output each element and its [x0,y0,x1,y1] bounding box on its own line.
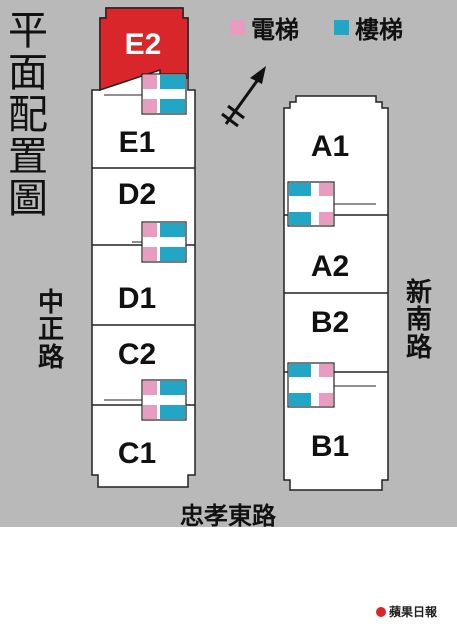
title-char: 配 [8,92,48,138]
street-left-char: 路 [38,342,65,373]
legend-elevator: 電梯 [230,10,299,45]
core-right-top [287,181,376,227]
unit-label-D1: D1 [117,282,157,315]
unit-label-C2: C2 [117,338,157,371]
title-char: 置 [8,134,48,180]
title-char: 面 [8,50,48,96]
north-label: N [246,100,247,101]
unit-label-A1: A1 [310,130,350,163]
unit-label-B1: B1 [310,430,350,463]
unit-label-B2: B2 [310,306,350,339]
street-right-char: 路 [406,332,433,363]
street-left: 中 正 路 [38,288,65,373]
building-plan [91,7,389,491]
legend-stairs-label: 樓梯 [355,16,403,44]
legend-elevator-label: 電梯 [251,16,299,44]
elevator-swatch [230,20,245,35]
title-char: 圖 [8,176,48,222]
stairs-swatch [334,20,349,35]
street-right-char: 新 [406,278,433,308]
core-right-low [287,362,376,408]
core-left-mid [132,221,187,263]
unit-E2-highlight [99,7,189,92]
title-char: 平 [8,8,48,54]
north-arrow-icon [221,66,266,128]
unit-label-C1: C1 [117,437,157,470]
legend-stairs: 樓梯 [334,10,403,45]
plan-title: 平 面 配 置 圖 [8,10,48,220]
unit-label-E1: E1 [118,126,156,159]
street-left-char: 正 [38,315,65,346]
credit-text: 蘋果日報 [389,605,438,619]
source-credit: 蘋果日報 [376,603,437,620]
core-left-top [104,73,187,115]
street-right: 新 南 路 [406,278,433,363]
core-left-low [104,379,187,421]
unit-label-D2: D2 [117,178,157,211]
street-right-char: 南 [406,305,433,336]
unit-label-E2: E2 [124,28,162,61]
street-bottom: 忠孝東路 [180,502,276,530]
street-left-char: 中 [38,288,65,318]
unit-label-A2: A2 [310,250,350,283]
apple-logo-icon [376,606,386,617]
